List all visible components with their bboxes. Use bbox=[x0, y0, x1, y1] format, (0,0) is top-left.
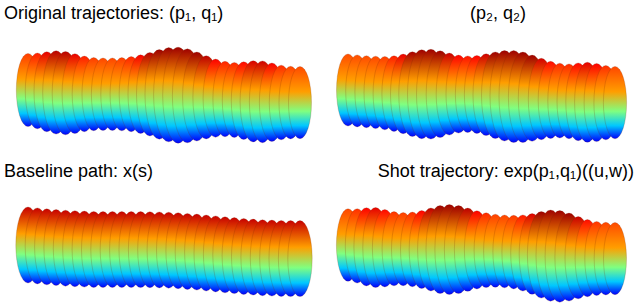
panel-label: Baseline path: x(s) bbox=[4, 160, 153, 182]
tube-ring bbox=[288, 221, 312, 297]
panel-label: (p₂, q₂) bbox=[470, 2, 526, 24]
tube-ring bbox=[604, 223, 627, 295]
tube-ring bbox=[603, 66, 626, 138]
panel-label: Shot trajectory: exp(p₁,q₁)((u,w)) bbox=[378, 160, 634, 182]
panel-label: Original trajectories: (p₁, q₁) bbox=[4, 2, 223, 24]
tube-ring bbox=[289, 67, 312, 139]
